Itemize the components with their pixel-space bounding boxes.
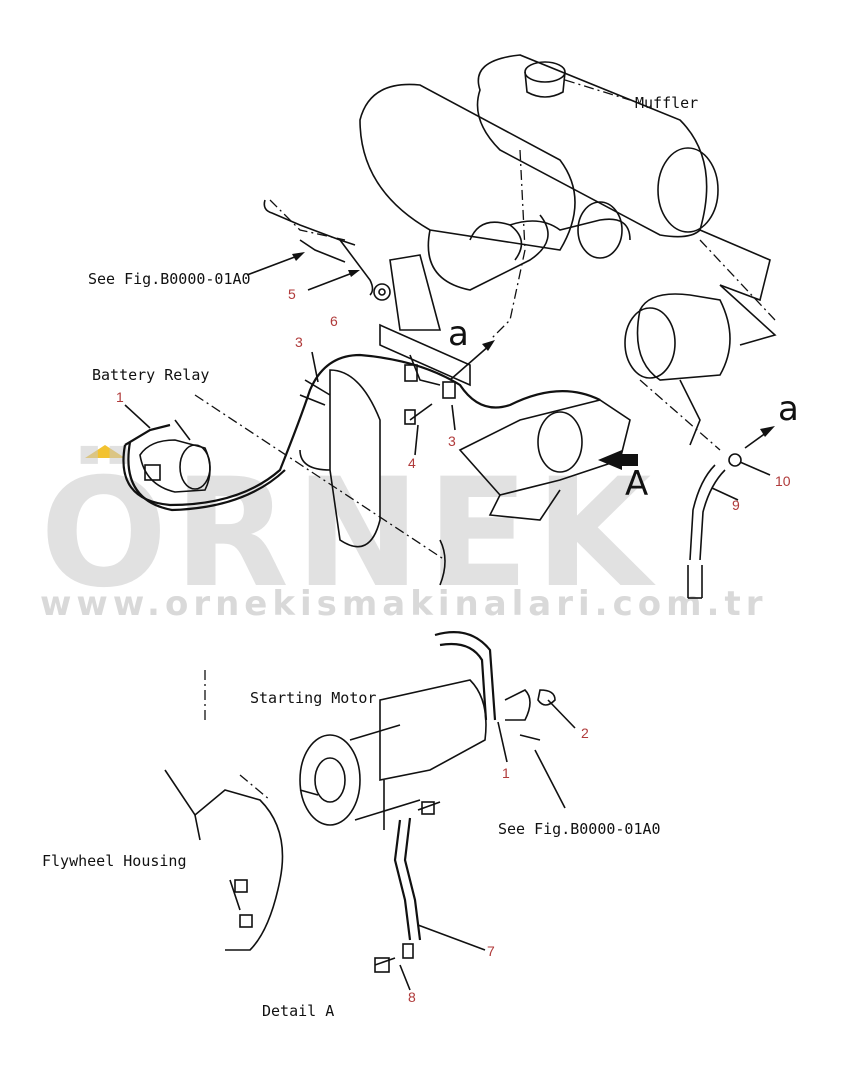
pipe-drawing xyxy=(687,453,742,599)
label-muffler: Muffler xyxy=(635,94,698,112)
label-see-fig-top: See Fig.B0000-01A0 xyxy=(88,270,251,288)
part-number-8: 8 xyxy=(408,989,416,1005)
label-starting-motor: Starting Motor xyxy=(250,689,376,707)
label-detail-a: Detail A xyxy=(262,1002,334,1020)
part-number-3-mid: 3 xyxy=(448,433,456,449)
engine-upper-drawing xyxy=(299,369,631,586)
leader-lines xyxy=(124,351,771,991)
upper-harness xyxy=(122,199,601,512)
part-number-1-bottom: 1 xyxy=(502,765,510,781)
view-a-lower-label-2: a xyxy=(778,389,799,429)
part-number-6: 6 xyxy=(330,313,338,329)
view-a-arrow-icon xyxy=(598,450,622,470)
reference-lines xyxy=(194,79,776,561)
part-number-5: 5 xyxy=(288,286,296,302)
watermark-url: www.ornekismakinalari.com.tr xyxy=(40,584,767,624)
part-number-9: 9 xyxy=(732,497,740,513)
part-number-7: 7 xyxy=(487,943,495,959)
flywheel-housing-drawing xyxy=(164,670,284,951)
part-number-4: 4 xyxy=(408,455,416,471)
starting-motor-drawing xyxy=(299,631,556,826)
label-see-fig-bottom: See Fig.B0000-01A0 xyxy=(498,820,661,838)
ground-cable-drawing xyxy=(374,780,441,973)
part-number-1-top: 1 xyxy=(116,389,124,405)
watermark: ÖRNEK www.ornekismakinalari.com.tr xyxy=(40,445,767,624)
watermark-brand: ÖRNEK xyxy=(40,445,657,621)
watermark-accent-icon xyxy=(85,445,125,458)
part-number-2: 2 xyxy=(581,725,589,741)
arrows xyxy=(246,252,775,470)
part-number-10: 10 xyxy=(775,473,791,489)
muffler-drawing xyxy=(359,54,777,446)
label-flywheel-housing: Flywheel Housing xyxy=(42,852,187,870)
part-number-3-top: 3 xyxy=(295,334,303,350)
view-a-lower-label-1: a xyxy=(448,314,469,354)
view-a-label: A xyxy=(625,464,648,504)
battery-relay-drawing xyxy=(124,419,211,493)
label-battery-relay: Battery Relay xyxy=(92,366,209,384)
